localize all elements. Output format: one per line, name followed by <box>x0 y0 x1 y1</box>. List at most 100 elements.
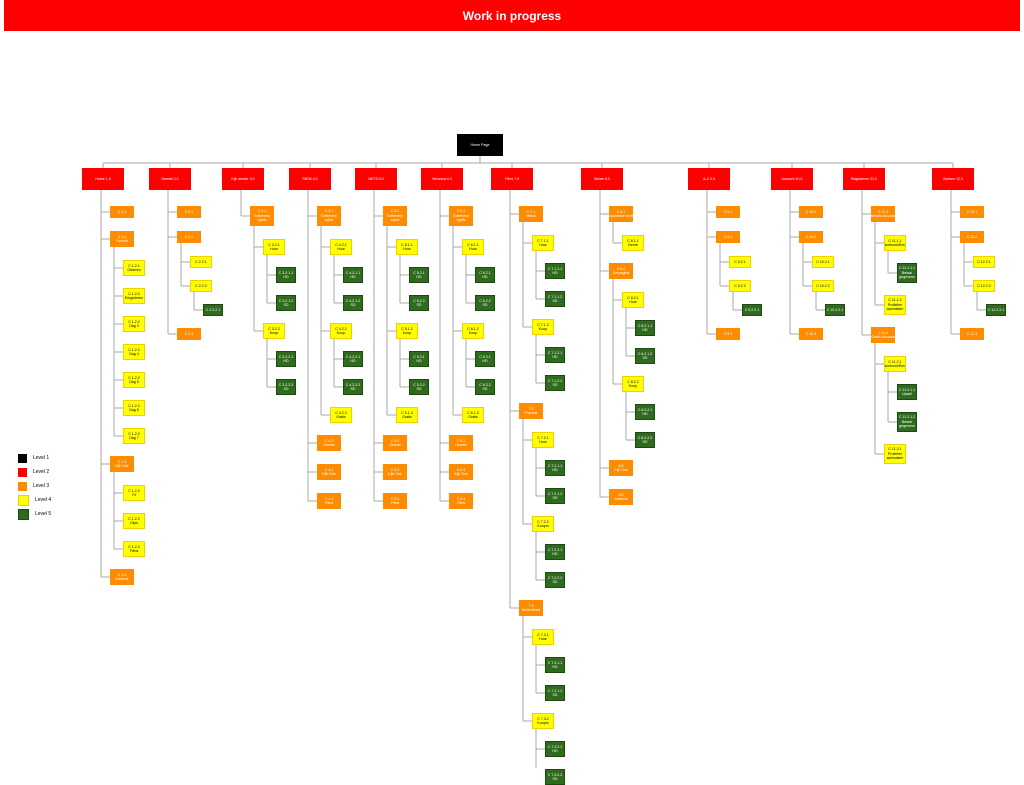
node-label-line: Clips <box>130 521 138 525</box>
page-title: Work in progress <box>462 8 562 23</box>
node-label-line: C 9.2 <box>723 234 733 239</box>
legend-item: Level 1 <box>18 451 51 465</box>
node-label-line: Koop <box>269 331 279 335</box>
node-label-line: C 2.2.1 <box>195 259 207 264</box>
node-label-line: C 5.2 <box>390 438 400 443</box>
level-4-node: C 10.2.2 <box>812 280 834 292</box>
node-label-line: C 5.4 <box>390 496 400 501</box>
node-label-line: C 7.2.2.1 <box>547 547 563 552</box>
node-label-line: SD <box>552 693 558 697</box>
node-label-line: Eergisteren <box>124 296 144 300</box>
node-label-line: Toelenenp <box>320 213 338 218</box>
section-node: Home 1.0 <box>82 168 124 190</box>
node-label-line: Huur <box>469 247 477 251</box>
node-label-line: C 11.2.1.1 <box>898 387 916 392</box>
node-label-line: C 4.1 <box>324 209 334 214</box>
node-label-line: C 9.1 <box>723 209 733 214</box>
level-4-node: C 9.2.2 <box>729 280 751 292</box>
node-label: Registreren 11.0 <box>850 176 878 181</box>
node-label-line: C 1.2.2 <box>128 516 140 521</box>
node-label-line: Betaald Account <box>871 214 895 218</box>
section-node: SBS6 4.0 <box>289 168 331 190</box>
node-label-line: C 4.2.1.1 <box>345 270 361 275</box>
node-label-line: HD <box>642 412 648 416</box>
node-label-line: C 8.2.1.2 <box>637 351 653 356</box>
node-label-line: Dag 7 <box>129 436 139 440</box>
level-3-node: C 10.3 <box>799 328 823 340</box>
node-label-line: C 4.2.1 <box>335 242 347 247</box>
section-node: Veronica 6.0 <box>421 168 463 190</box>
node-label-line: C 5.1 <box>390 209 400 214</box>
legend-item: Level 2 <box>18 465 51 479</box>
node-label-line: Toelenenp <box>386 213 404 218</box>
level-5-node: C 2.2.2.1 <box>203 304 223 316</box>
node-label-line: C 12.2.1 <box>977 259 991 264</box>
level-3-node: C 2.2 <box>177 231 201 243</box>
node-label-line: C 9.2.2.1 <box>744 307 760 312</box>
node-label-line: C 11.1.2 <box>888 298 902 303</box>
node-label-line: Nederlands <box>521 608 541 612</box>
node-label-line: HD <box>552 749 558 753</box>
node-label-line: Adverrie <box>614 497 628 501</box>
node-label-line: C 3.2.1 <box>268 242 280 247</box>
node-label-line: C 6.2.2 <box>479 298 491 303</box>
node-label-line: C 5.1.1 <box>401 242 413 247</box>
node-label-line: eghts <box>456 218 466 223</box>
node-label-line: 7.3 <box>528 603 534 608</box>
node-label-line: C 10.2 <box>805 234 817 239</box>
legend-swatch <box>18 508 29 520</box>
node-label-line: Kijk Ook <box>115 464 129 468</box>
node-label-line: C 7.3.1.1 <box>547 660 563 665</box>
node-label-line: SD <box>552 580 558 584</box>
node-label-line: Kijk Ook <box>614 468 628 472</box>
node-label-line: Gemist <box>116 239 128 243</box>
node-label-line: C 4.3 <box>324 438 334 443</box>
node-label-line: C 7.1.2.1 <box>547 350 563 355</box>
node-label-line: C 2.2.2.1 <box>205 307 221 312</box>
node-label-line: Dag 6 <box>129 408 139 412</box>
legend-label: Level 2 <box>33 469 50 475</box>
node-label-line: C 1.3 <box>117 459 127 464</box>
node-label-line: C 6.1 <box>456 209 466 214</box>
node-label-line: C 1.2.2 <box>128 431 140 436</box>
node-label-line: C 7.1 <box>526 209 536 214</box>
node-label-line: Films <box>456 501 466 505</box>
node-label-line: C 7.2.1 <box>537 435 549 440</box>
node-label: NET5 5.0 <box>368 176 384 181</box>
node-label-line: C 3.2.2 <box>268 326 280 331</box>
node-label-line: C 11.1.1.1 <box>898 266 916 271</box>
node-label-line: C 2.2 <box>184 234 194 239</box>
node-label: Account 10.0 <box>781 176 803 181</box>
node-label-line: Betaal <box>901 270 913 275</box>
node-label-line: Populairste series <box>609 214 633 218</box>
node-label-line: C 9.3 <box>723 331 733 336</box>
node-label-line: Koop <box>538 327 548 331</box>
node-label-line: eghts <box>390 218 400 223</box>
node-label-line: SD <box>642 356 648 360</box>
